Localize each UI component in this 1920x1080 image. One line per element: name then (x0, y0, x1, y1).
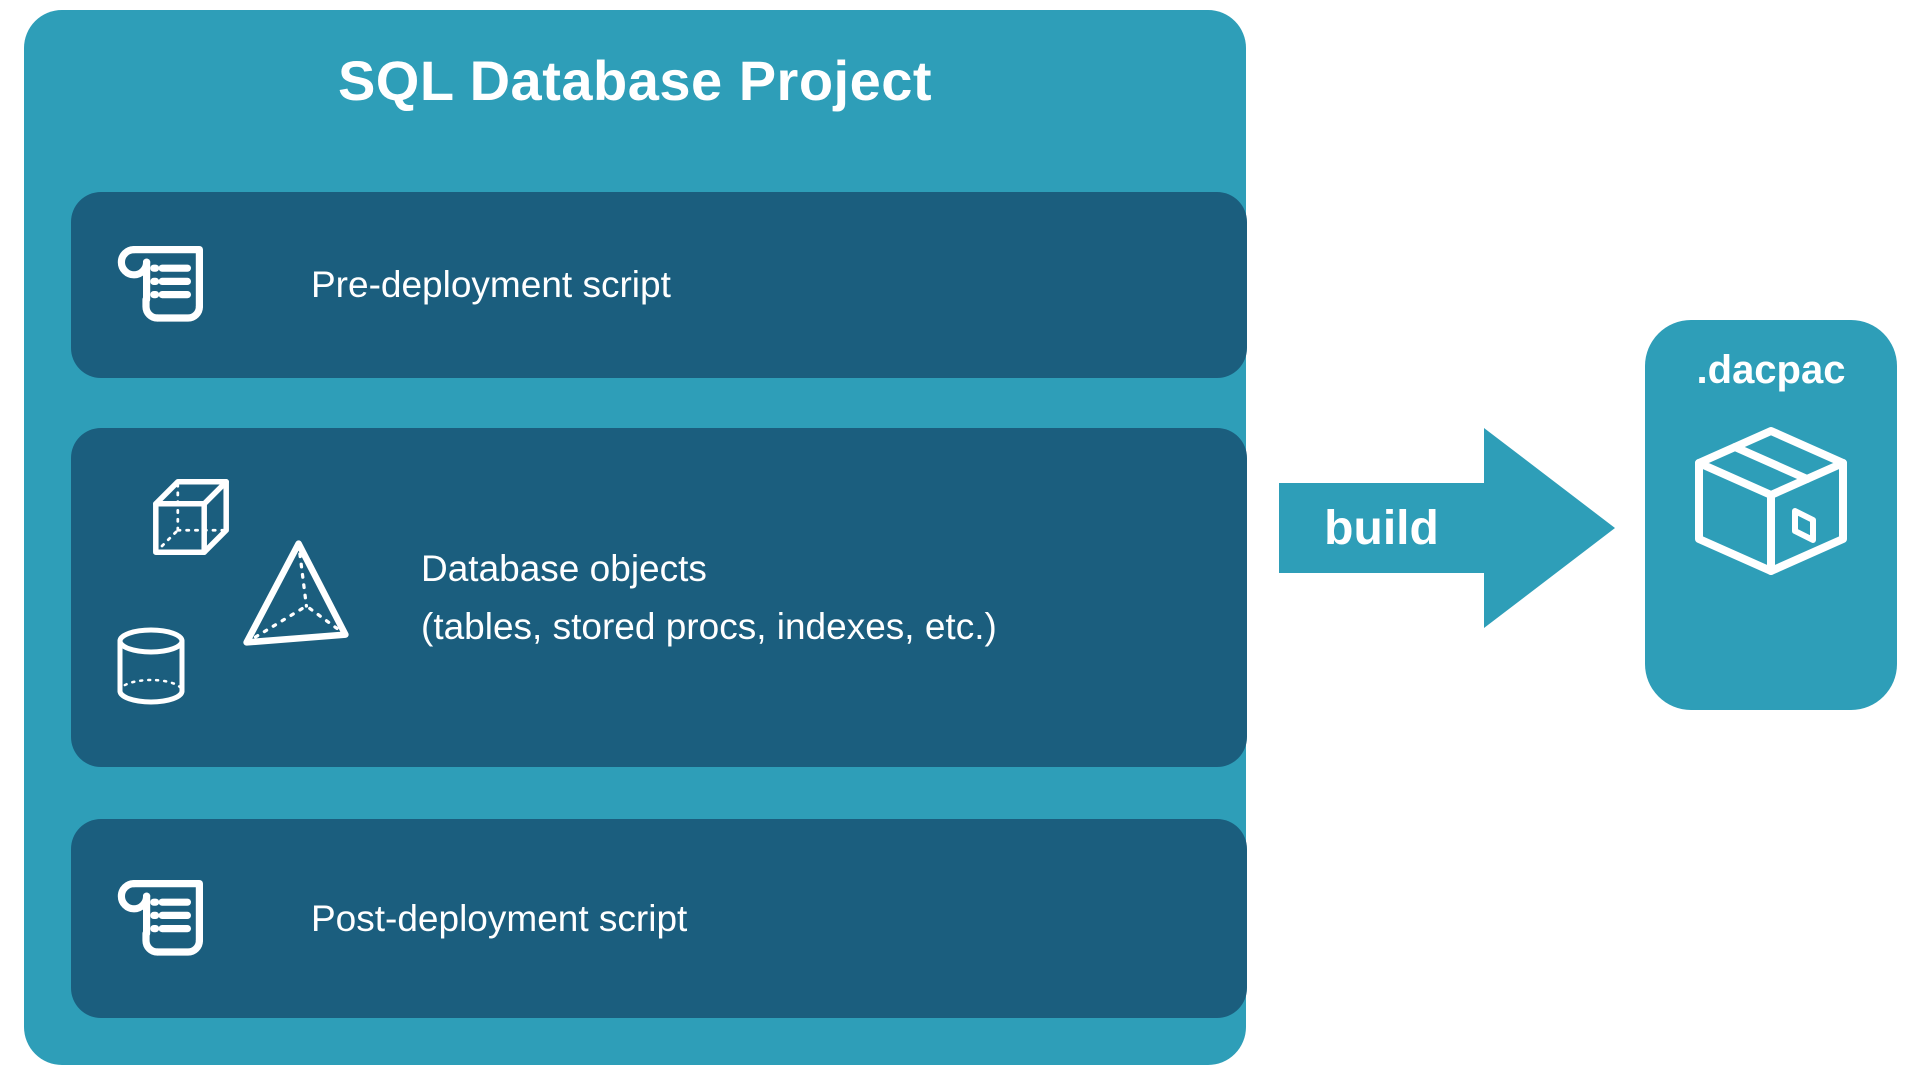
dacpac-output-box: .dacpac (1645, 320, 1897, 710)
package-icon (1671, 407, 1871, 607)
pyramid-icon (243, 540, 349, 646)
pre-deployment-script-box: Pre-deployment script (71, 192, 1247, 378)
dacpac-label: .dacpac (1696, 348, 1846, 392)
build-arrow-shape (1279, 428, 1615, 628)
post-deployment-script-label: Post-deployment script (311, 897, 688, 939)
build-arrow: build (1279, 428, 1615, 628)
sql-database-project-container: SQL Database Project Pre-deplo (24, 10, 1247, 1065)
cylinder-icon (117, 627, 185, 705)
pre-deployment-script-label: Pre-deployment script (311, 264, 671, 305)
database-objects-box: Database objects (tables, stored procs, … (71, 428, 1247, 767)
post-deployment-script-box: Post-deployment script (71, 819, 1247, 1018)
database-objects-icons (71, 428, 421, 767)
database-objects-label-line2: (tables, stored procs, indexes, etc.) (421, 605, 997, 647)
database-objects-label: Database objects (tables, stored procs, … (421, 540, 997, 655)
database-objects-label-line1: Database objects (421, 548, 707, 590)
script-scroll-icon (101, 225, 221, 345)
cube-icon (153, 479, 229, 555)
script-scroll-icon (101, 859, 221, 979)
project-title: SQL Database Project (337, 49, 933, 112)
build-arrow-label: build (1324, 501, 1439, 555)
